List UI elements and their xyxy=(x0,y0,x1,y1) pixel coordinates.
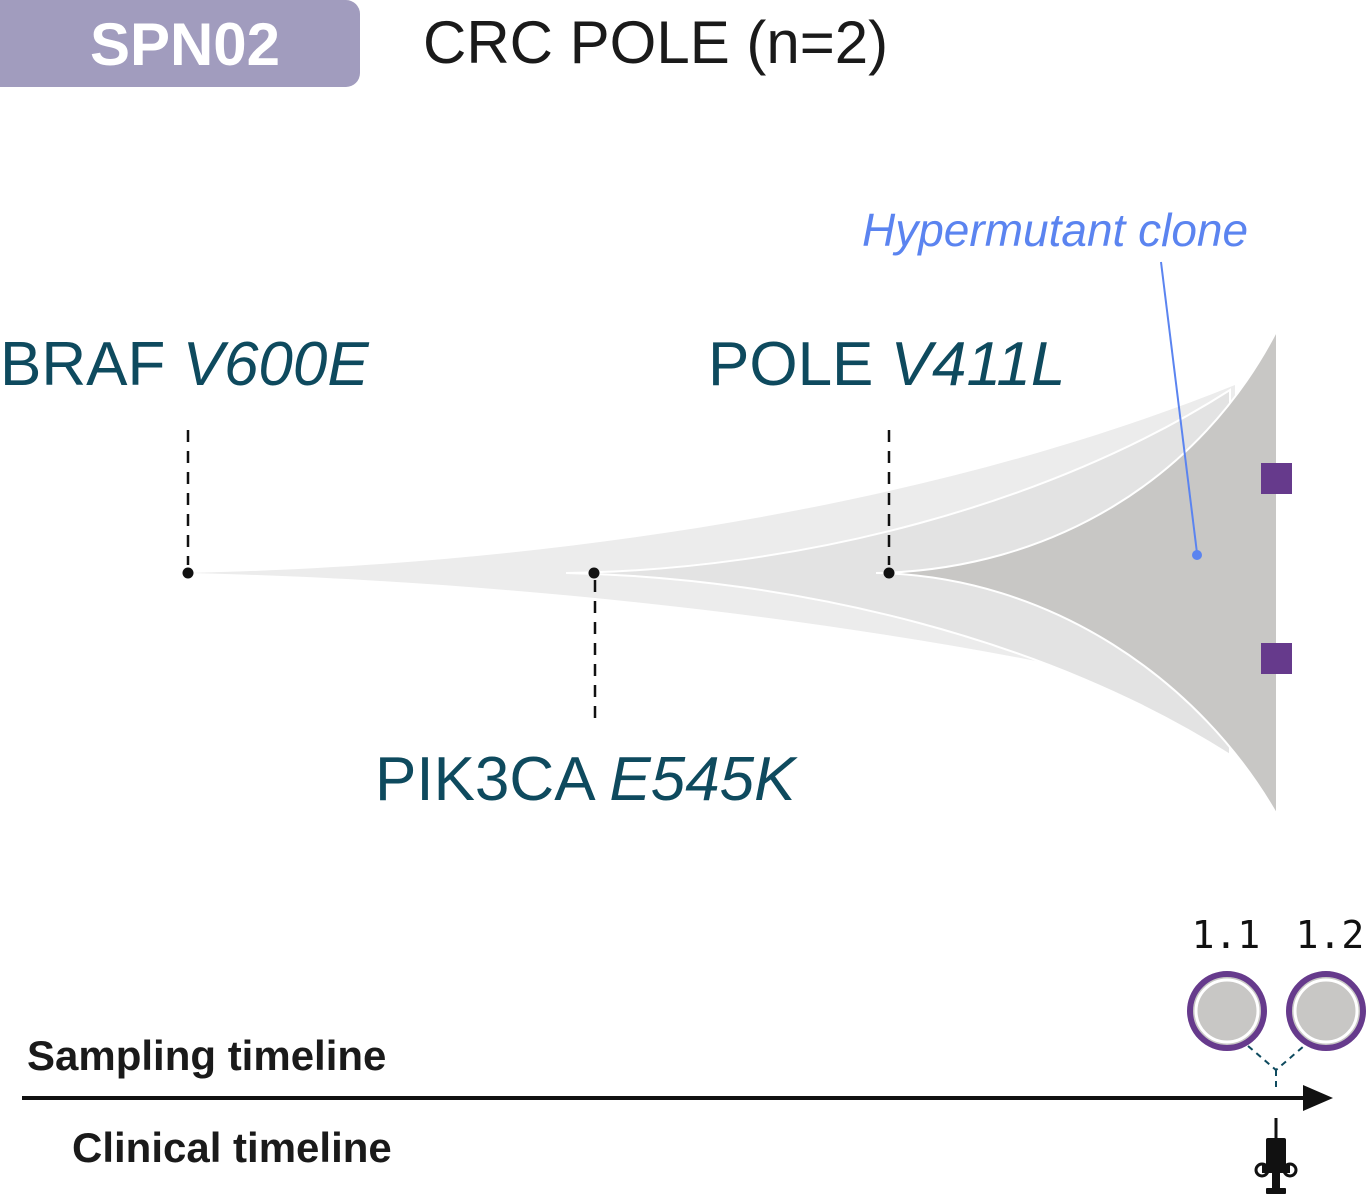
braf-label: BRAF V600E xyxy=(0,330,369,399)
sample-circle-1-1 xyxy=(1187,971,1267,1051)
patient-id: SPN02 xyxy=(90,11,280,78)
pik3ca-origin-dot xyxy=(588,567,600,579)
sample-marker-1-1 xyxy=(1261,463,1292,494)
timeline-axis: Sampling timeline Clinical timeline xyxy=(22,1032,1333,1171)
clone-fishplot xyxy=(188,329,1278,819)
annotation-pointer-line xyxy=(1160,261,1198,554)
hypermutant-annotation: Hypermutant clone xyxy=(862,204,1248,560)
page-title: CRC POLE (n=2) xyxy=(423,9,888,76)
hypermutant-clone-label: Hypermutant clone xyxy=(862,204,1248,256)
mutation-braf: BRAF V600E xyxy=(0,330,369,579)
mutation-pik3ca: PIK3CA E545K xyxy=(375,567,798,814)
pik3ca-label: PIK3CA E545K xyxy=(375,745,798,814)
pole-origin-dot xyxy=(883,567,895,579)
patient-badge: SPN02 xyxy=(0,0,360,87)
clinical-timeline-label: Clinical timeline xyxy=(72,1124,392,1171)
sample-label-1-2: 1.2 xyxy=(1296,913,1365,957)
sample-1-1: 1.1 xyxy=(1187,913,1267,1051)
annotation-pointer-dot xyxy=(1192,550,1202,560)
sample-marker-1-2 xyxy=(1261,643,1292,674)
badge-background xyxy=(0,0,360,87)
pole-label: POLE V411L xyxy=(708,330,1065,399)
clone-pole-hypermutant xyxy=(875,329,1278,819)
mutation-pole: POLE V411L xyxy=(708,330,1065,579)
sampling-timeline-label: Sampling timeline xyxy=(27,1032,386,1079)
braf-origin-dot xyxy=(182,567,194,579)
syringe-icon xyxy=(1254,1118,1298,1194)
sample-timeline-connectors xyxy=(1247,1045,1305,1088)
sample-label-1-1: 1.1 xyxy=(1192,913,1261,957)
sample-1-2: 1.2 xyxy=(1286,913,1366,1051)
sample-circle-1-2 xyxy=(1286,971,1366,1051)
timeline-arrowhead xyxy=(1303,1085,1333,1111)
